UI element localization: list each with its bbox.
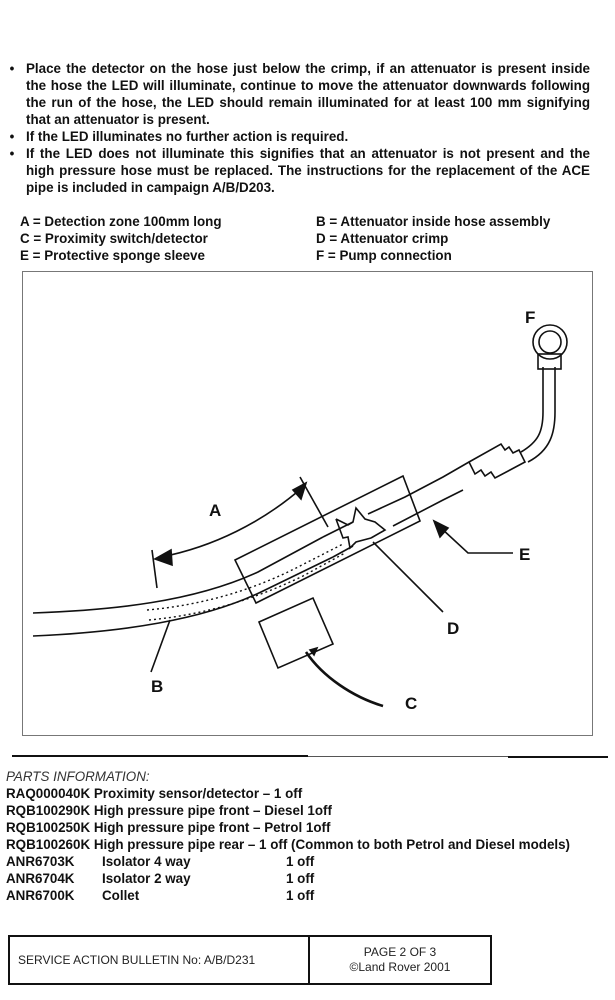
hose-upper-edge-right [322, 461, 470, 538]
legend-item-b: B = Attenuator inside hose assembly [316, 214, 551, 229]
hose-fitting [467, 442, 527, 480]
part-row: ANR6704K Isolator 2 way 1 off [6, 870, 590, 887]
legend-item-e: E = Protective sponge sleeve [20, 248, 205, 263]
diagram-legend: A = Detection zone 100mm long B = Attenu… [20, 213, 580, 264]
instruction-item: • If the LED does not illuminate this sig… [6, 145, 590, 196]
dimension-a-arc [160, 486, 304, 558]
detector-cable [304, 651, 384, 708]
part-description: Collet [102, 888, 140, 903]
attenuator-dots-lower [148, 552, 346, 621]
section-divider [308, 756, 508, 757]
cable-gland [308, 646, 319, 657]
banjo-eye-inner [538, 330, 562, 354]
page-number: PAGE 2 OF 3 [363, 945, 437, 959]
section-divider [12, 755, 308, 757]
label-b: B [151, 677, 163, 696]
parts-heading: PARTS INFORMATION: [6, 769, 150, 784]
part-line: RQB100260K High pressure pipe rear – 1 o… [6, 837, 571, 852]
part-number: ANR6704K [6, 871, 75, 886]
bullet-icon: • [9, 61, 15, 76]
hose-lower-edge [32, 556, 334, 637]
bulletin-number: SERVICE ACTION BULLETIN No: A/B/D231 [10, 937, 310, 983]
hose-diagram: A B C D E F [22, 271, 593, 736]
part-number: ANR6700K [6, 888, 75, 903]
legend-item-f: F = Pump connection [316, 248, 452, 263]
arrowhead-icon [153, 548, 173, 567]
part-line: RAQ000040K Proximity sensor/detector – 1… [6, 786, 303, 801]
label-d: D [447, 619, 459, 638]
instruction-item: • Place the detector on the hose just bel… [6, 60, 590, 128]
leader-d [372, 541, 444, 613]
protective-sponge-sleeve [233, 474, 422, 605]
arrowhead-icon [291, 481, 308, 501]
leader-e [440, 527, 513, 554]
instruction-text: Place the detector on the hose just belo… [26, 61, 590, 127]
instruction-item: • If the LED illuminates no further actio… [6, 128, 590, 145]
legend-item-a: A = Detection zone 100mm long [20, 214, 222, 229]
copyright: ©Land Rover 2001 [349, 960, 451, 974]
hose-bend-outer [520, 367, 544, 453]
leader-b [150, 619, 171, 673]
part-quantity: 1 off [286, 888, 315, 903]
instruction-text: If the LED does not illuminate this sign… [26, 146, 590, 195]
bullet-icon: • [9, 146, 15, 161]
label-c: C [405, 694, 417, 713]
part-description: Isolator 4 way [102, 854, 191, 869]
banjo-neck [537, 353, 562, 370]
label-e: E [519, 545, 530, 564]
bullet-icon: • [9, 129, 15, 144]
parts-information: PARTS INFORMATION: RAQ000040K Proximity … [6, 768, 590, 904]
part-row: ANR6703K Isolator 4 way 1 off [6, 853, 590, 870]
dimension-a-start-tick [151, 549, 158, 589]
arrowhead-icon [432, 519, 450, 539]
proximity-detector [257, 596, 335, 670]
page-info: PAGE 2 OF 3 ©Land Rover 2001 [310, 937, 490, 983]
banjo-eye-outer [532, 324, 568, 360]
part-quantity: 1 off [286, 871, 315, 886]
label-a: A [209, 501, 221, 520]
part-description: Isolator 2 way [102, 871, 191, 886]
part-row: ANR6700K Collet 1 off [6, 887, 590, 904]
instruction-text: If the LED illuminates no further action… [26, 129, 349, 144]
hose-bend-inner [527, 367, 556, 463]
hose-upper-edge [32, 536, 324, 614]
part-line: RQB100250K High pressure pipe front – Pe… [6, 820, 331, 835]
attenuator-crimp [335, 506, 387, 550]
attenuator-dots-upper [146, 543, 344, 611]
part-quantity: 1 off [286, 854, 315, 869]
section-divider [508, 756, 608, 758]
instruction-list: • Place the detector on the hose just bel… [6, 60, 590, 196]
hose-diagram-drawing: A B C D E F [32, 308, 568, 713]
part-line: RQB100290K High pressure pipe front – Di… [6, 803, 332, 818]
label-f: F [525, 308, 535, 327]
legend-item-d: D = Attenuator crimp [316, 231, 449, 246]
page-footer: SERVICE ACTION BULLETIN No: A/B/D231 PAG… [8, 935, 492, 985]
legend-item-c: C = Proximity switch/detector [20, 231, 208, 246]
part-number: ANR6703K [6, 854, 75, 869]
